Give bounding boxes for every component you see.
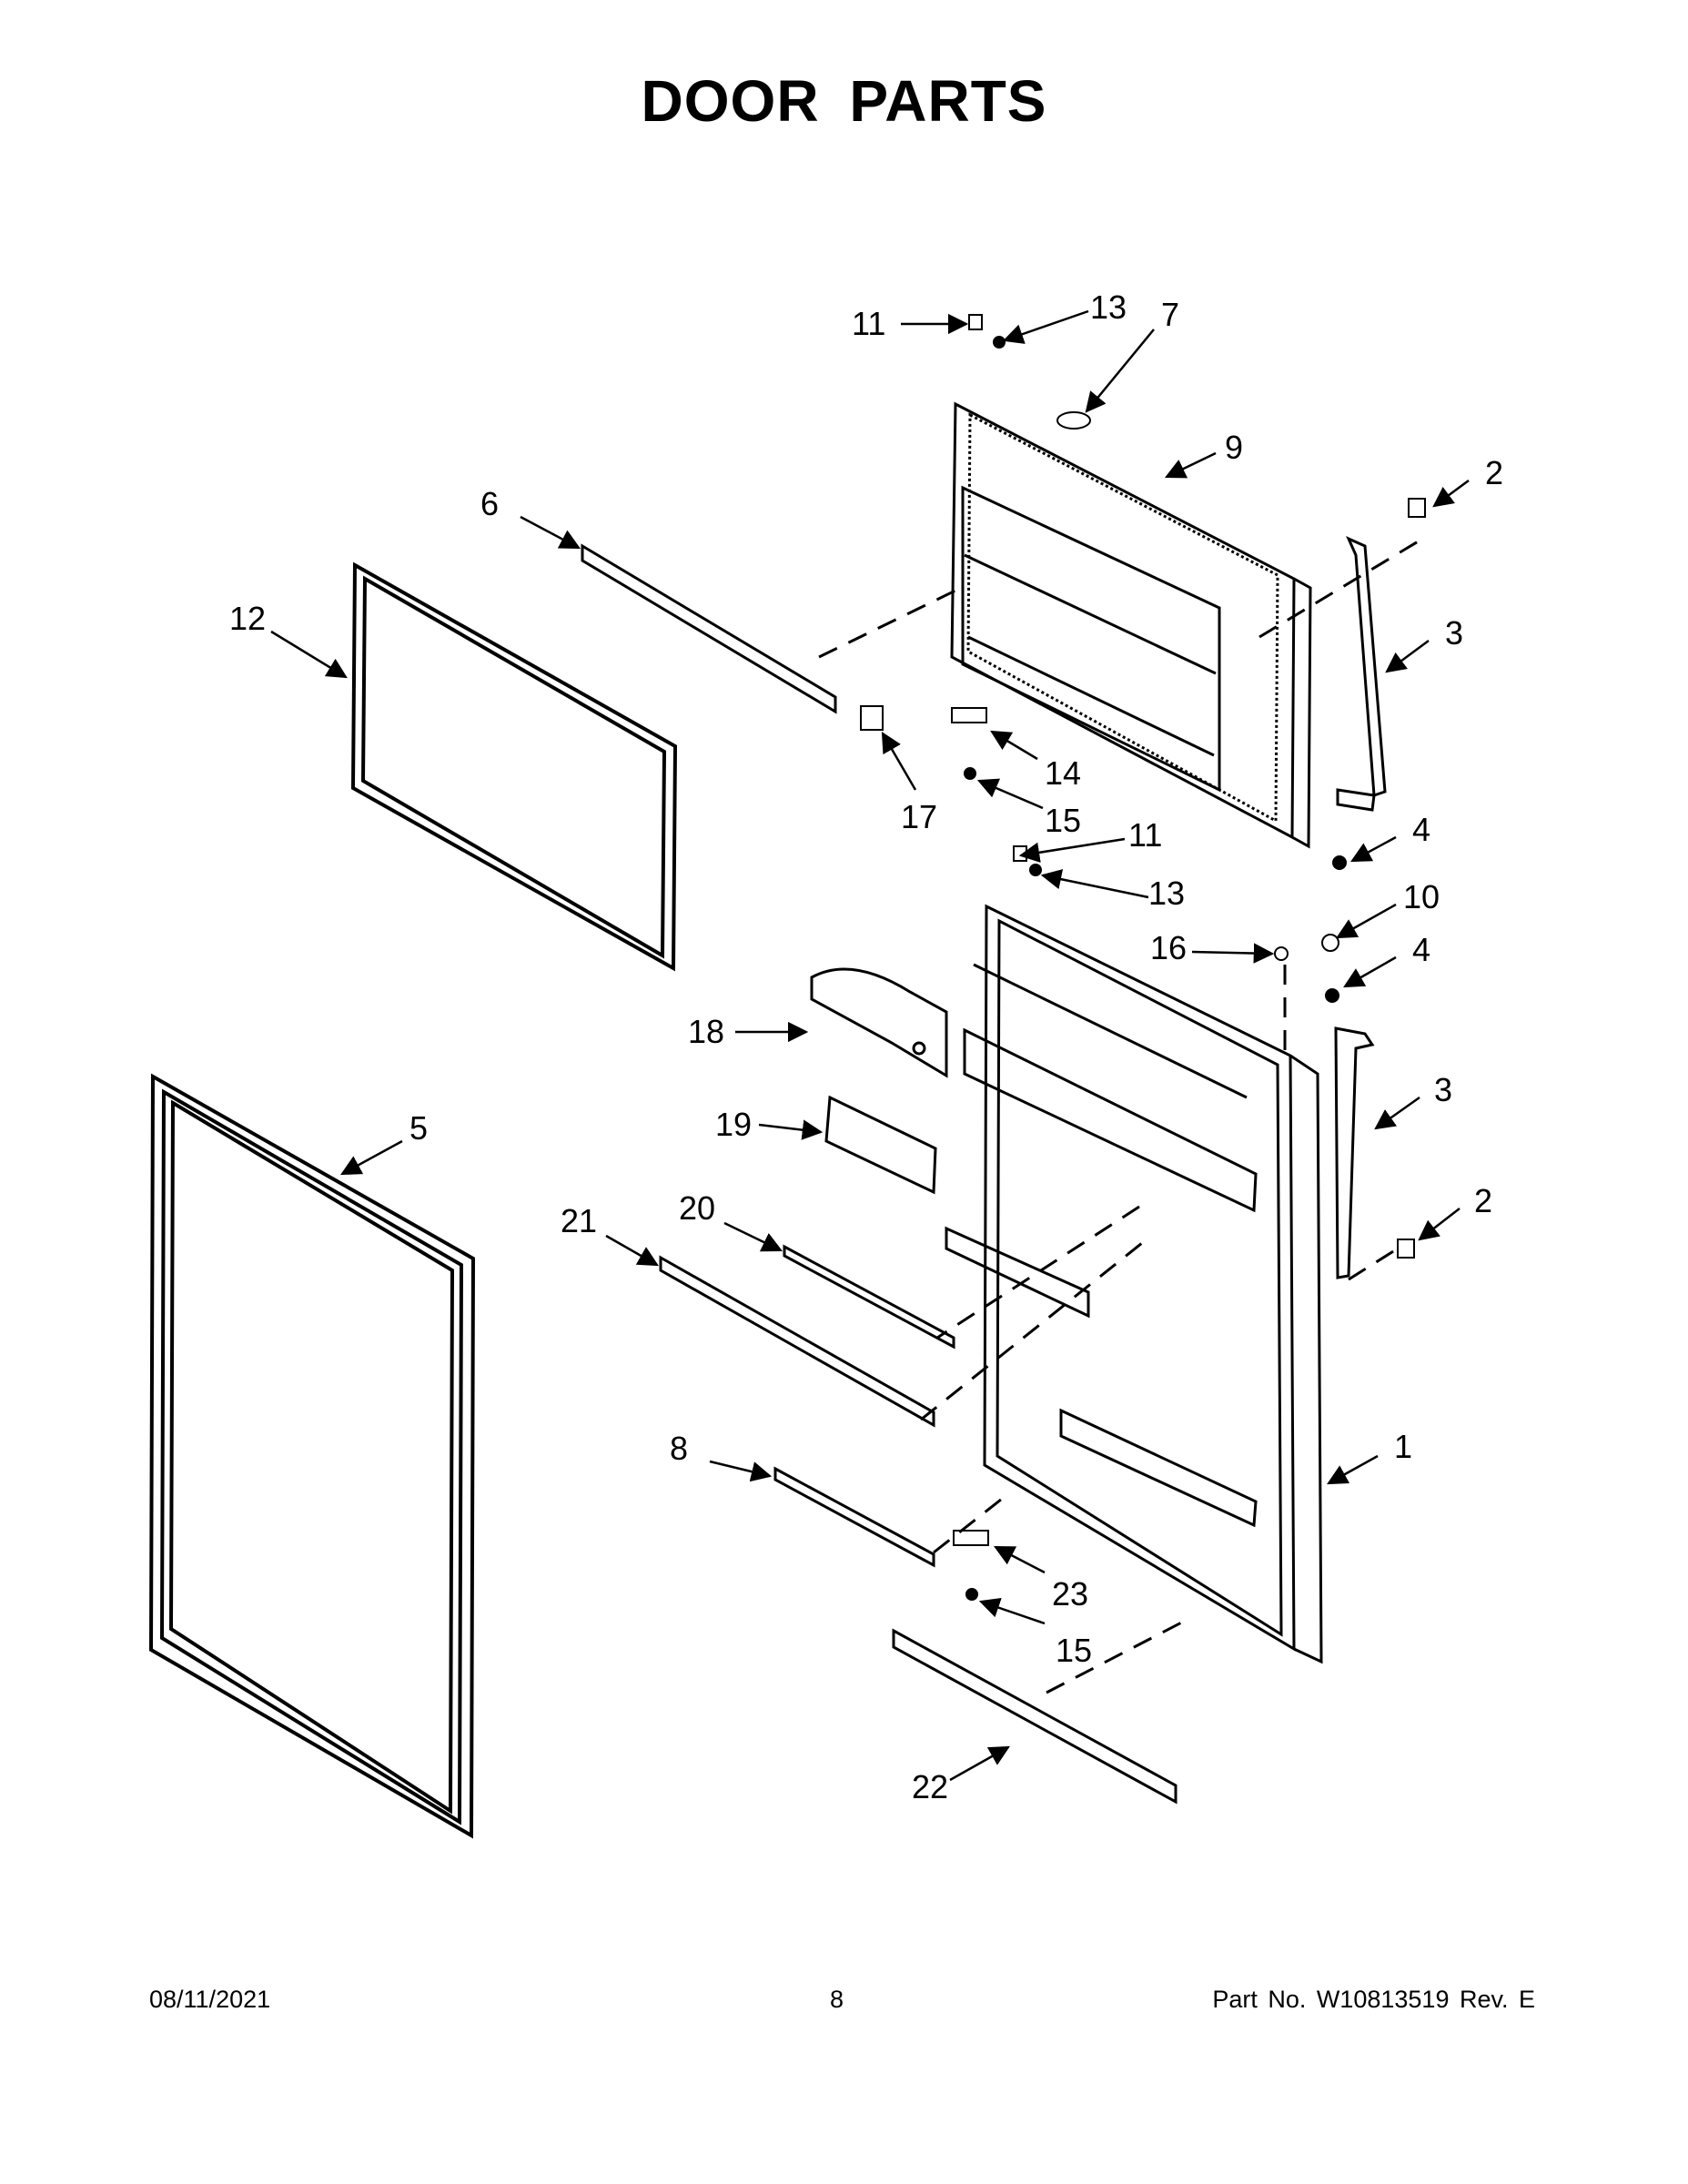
trim-part-6 bbox=[581, 543, 837, 714]
bracket-part-23 bbox=[953, 1530, 989, 1546]
dairy-bin-part-18 bbox=[810, 967, 948, 1078]
page-title: DOOR PARTS bbox=[641, 68, 1047, 134]
screw-part-15-lower bbox=[965, 1588, 978, 1601]
bushing-part-10 bbox=[1321, 934, 1339, 952]
callout-8: 8 bbox=[670, 1430, 688, 1467]
bracket-part-14 bbox=[951, 707, 987, 723]
callout-labels: 1 2 2 3 3 4 4 5 6 7 8 9 10 11 11 12 13 1… bbox=[229, 288, 1503, 1805]
footer-date: 08/11/2021 bbox=[149, 1986, 271, 2013]
callout-11-lower: 11 bbox=[1128, 816, 1162, 854]
callout-2-upper: 2 bbox=[1485, 454, 1503, 491]
callout-5: 5 bbox=[409, 1109, 428, 1147]
callout-10: 10 bbox=[1403, 878, 1440, 915]
callout-3-upper: 3 bbox=[1445, 614, 1463, 652]
callout-11-upper: 11 bbox=[852, 305, 885, 342]
fresh-food-door-part-1 bbox=[945, 904, 1323, 1664]
callout-14: 14 bbox=[1045, 754, 1081, 792]
footer-page-number: 8 bbox=[830, 1986, 844, 2013]
screw-part-4-lower bbox=[1325, 988, 1339, 1003]
alignment-lines bbox=[818, 539, 1420, 1694]
screw-part-13-lower bbox=[1029, 864, 1042, 876]
callout-7: 7 bbox=[1161, 296, 1179, 333]
cap-part-11-lower bbox=[1013, 845, 1027, 862]
callout-4-upper: 4 bbox=[1412, 811, 1430, 848]
trim-part-21 bbox=[659, 1255, 935, 1428]
callout-leaders bbox=[270, 309, 1470, 1782]
callout-13-upper: 13 bbox=[1090, 288, 1127, 326]
callout-12: 12 bbox=[229, 600, 266, 637]
callout-20: 20 bbox=[679, 1189, 715, 1227]
hinge-part-3-lower bbox=[1334, 1026, 1375, 1279]
callout-15-upper: 15 bbox=[1045, 802, 1081, 839]
stop-part-17 bbox=[860, 705, 884, 731]
small-hardware bbox=[860, 314, 1426, 1601]
gasket-part-7 bbox=[1056, 411, 1091, 430]
callout-16: 16 bbox=[1150, 929, 1187, 966]
trim-part-8 bbox=[773, 1466, 935, 1568]
footer-part-number: Part No. W10813519 Rev. E bbox=[1212, 1986, 1535, 2013]
screw-part-15-upper bbox=[964, 767, 976, 780]
plug-part-16 bbox=[1274, 946, 1289, 961]
door-gasket-part-5 bbox=[148, 1073, 476, 1839]
callout-9: 9 bbox=[1225, 429, 1243, 466]
callout-4-lower: 4 bbox=[1412, 931, 1430, 968]
screw-part-4-upper bbox=[1332, 855, 1347, 870]
callout-17: 17 bbox=[901, 798, 937, 835]
callout-6: 6 bbox=[480, 485, 499, 522]
trim-part-20 bbox=[783, 1244, 955, 1350]
cap-part-2-upper bbox=[1408, 498, 1426, 518]
callout-1: 1 bbox=[1394, 1428, 1412, 1465]
freezer-gasket-part-12 bbox=[350, 561, 678, 972]
callout-13-lower: 13 bbox=[1148, 875, 1185, 912]
callout-21: 21 bbox=[561, 1202, 597, 1239]
screw-part-13-upper bbox=[993, 336, 1006, 349]
hinge-part-3-upper bbox=[1336, 536, 1387, 812]
callout-18: 18 bbox=[688, 1013, 724, 1050]
cover-part-19 bbox=[824, 1095, 937, 1195]
trim-part-22 bbox=[892, 1628, 1178, 1805]
callout-2-lower: 2 bbox=[1474, 1182, 1492, 1219]
callout-19: 19 bbox=[715, 1106, 752, 1143]
cap-part-2-lower bbox=[1397, 1239, 1415, 1259]
trim-strips bbox=[581, 543, 1178, 1805]
cap-part-11-upper bbox=[968, 314, 983, 330]
callout-22: 22 bbox=[912, 1768, 948, 1805]
callout-3-lower: 3 bbox=[1434, 1071, 1452, 1108]
freezer-door-part-9 bbox=[950, 401, 1312, 849]
callout-23: 23 bbox=[1052, 1575, 1088, 1613]
callout-15-lower: 15 bbox=[1056, 1632, 1092, 1669]
